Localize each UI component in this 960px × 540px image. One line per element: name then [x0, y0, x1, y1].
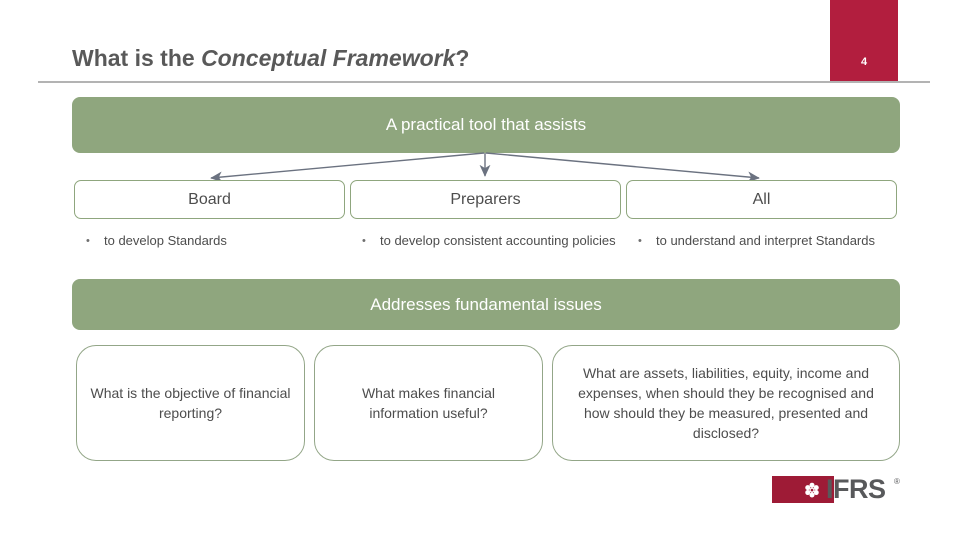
arrow-to-board: [210, 152, 485, 183]
ifrs-logo: IFRS ®: [772, 474, 900, 506]
question-box-elements[interactable]: What are assets, liabilities, equity, in…: [552, 345, 900, 461]
page-title-suffix: ?: [455, 45, 470, 71]
page-number: 4: [860, 56, 868, 68]
arrow-to-all: [485, 152, 760, 183]
page-title: What is the Conceptual Framework?: [72, 44, 812, 72]
question-box-usefulness[interactable]: What makes financial information useful?: [314, 345, 543, 461]
audience-label-preparers: Preparers: [450, 190, 521, 208]
banner-practical-tool-label: A practical tool that assists: [385, 115, 587, 134]
question-box-usefulness-text: What makes financial information useful?: [361, 385, 496, 421]
ifrs-rosette-icon: [805, 482, 819, 498]
ifrs-logo-red-block: [772, 476, 834, 503]
audience-bullet-board: • to develop Standards: [86, 231, 344, 251]
banner-fundamental-issues: Addresses fundamental issues: [72, 279, 900, 330]
audience-label-board: Board: [188, 190, 231, 208]
question-box-objective[interactable]: What is the objective of financial repor…: [76, 345, 305, 461]
audience-bullet-preparers-text: to develop consistent accounting policie…: [380, 233, 616, 248]
audience-bullet-preparers: • to develop consistent accounting polic…: [362, 231, 620, 251]
page-title-emphasis: Conceptual Framework: [201, 45, 456, 71]
question-box-objective-text: What is the objective of financial repor…: [90, 385, 291, 421]
audience-bullet-board-text: to develop Standards: [104, 233, 227, 248]
ifrs-wordmark: IFRS: [826, 474, 886, 504]
header-divider: [38, 81, 930, 83]
bullet-marker-icon: •: [86, 235, 90, 247]
audience-label-all: All: [752, 190, 771, 208]
question-box-elements-text: What are assets, liabilities, equity, in…: [578, 365, 874, 441]
banner-practical-tool: A practical tool that assists: [72, 97, 900, 153]
audience-box-board[interactable]: Board: [74, 180, 345, 219]
page-number-badge: 4: [830, 0, 898, 82]
banner-fundamental-issues-label: Addresses fundamental issues: [370, 294, 602, 314]
audience-bullet-all: • to understand and interpret Standards: [638, 231, 896, 251]
bullet-marker-icon: •: [362, 235, 366, 247]
bullet-marker-icon: •: [638, 235, 642, 247]
page-title-prefix: What is the: [72, 45, 202, 71]
audience-box-all[interactable]: All: [626, 180, 897, 219]
audience-box-preparers[interactable]: Preparers: [350, 180, 621, 219]
audience-bullet-all-text: to understand and interpret Standards: [656, 233, 875, 248]
ifrs-trademark-mark: ®: [894, 477, 900, 486]
